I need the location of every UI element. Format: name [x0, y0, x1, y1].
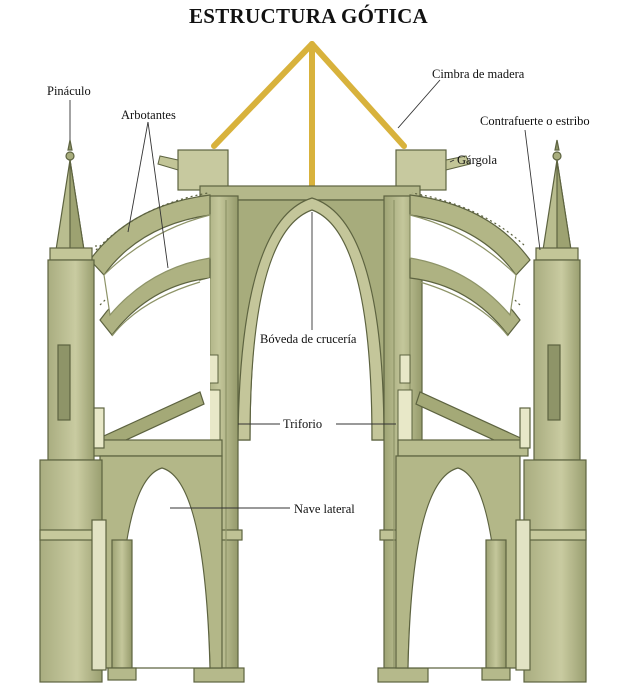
label-triforio: Triforio: [283, 417, 323, 431]
gargoyles: [157, 155, 471, 171]
right-flying-buttresses: [397, 192, 531, 457]
label-boveda-de-cruceria: Bóveda de crucería: [260, 332, 357, 346]
timber-truss: [211, 41, 407, 193]
side-aisles: [99, 455, 521, 681]
label-contrafuerte: Contrafuerte o estribo: [480, 114, 590, 128]
label-nave-lateral: Nave lateral: [294, 502, 355, 516]
label-cimbra-de-madera: Cimbra de madera: [432, 67, 525, 81]
label-pinaculo: Pináculo: [47, 84, 91, 98]
left-flying-buttresses: [89, 192, 223, 457]
label-arbotantes: Arbotantes: [121, 108, 176, 122]
right-buttress-tower: [515, 139, 587, 683]
label-gargola: Gárgola: [457, 153, 498, 167]
leader-lines: [69, 79, 541, 509]
diagram-title: ESTRUCTURA GÓTICA: [188, 4, 429, 28]
left-buttress-tower: [39, 139, 107, 683]
